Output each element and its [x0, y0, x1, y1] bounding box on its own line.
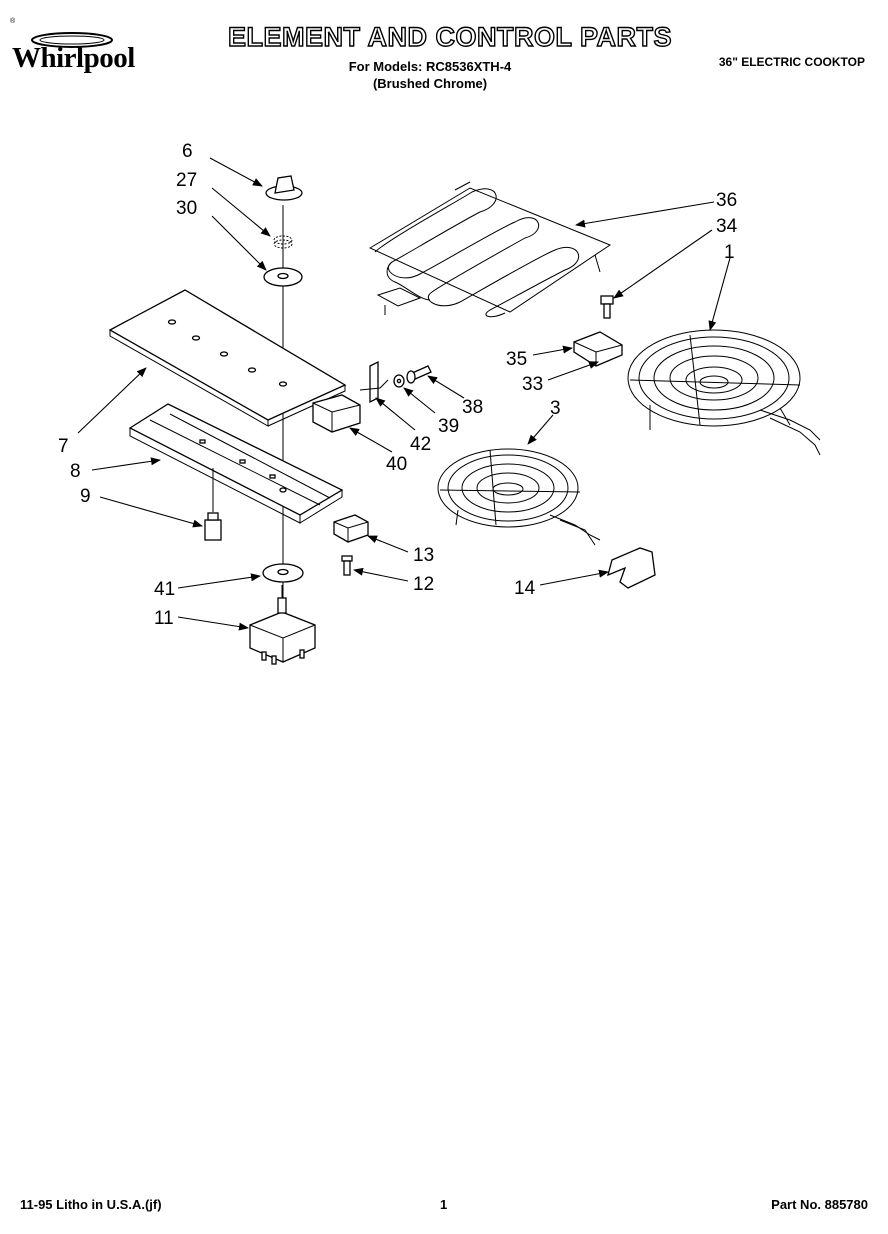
model-number: For Models: RC8536XTH-4: [348, 59, 512, 74]
callout-6: 6: [182, 141, 193, 162]
part-large-surface-element: [627, 329, 821, 456]
model-info: For Models: RC8536XTH-4 (Brushed Chrome): [300, 58, 560, 92]
part-washer-bottom: [262, 563, 304, 583]
leader-35: [532, 345, 573, 356]
part-terminal-block: [312, 394, 361, 433]
part-clip-screw: [341, 555, 353, 576]
leader-42: [375, 397, 416, 431]
callout-7: 7: [58, 436, 69, 457]
whirlpool-logo: ® Whirlpool: [10, 18, 180, 80]
callout-42: 42: [410, 434, 431, 455]
page-number: 1: [440, 1197, 448, 1212]
leader-14: [539, 569, 609, 586]
callout-12: 12: [413, 574, 434, 595]
page-title: ELEMENT AND CONTROL PARTS: [227, 21, 672, 52]
leader-1: [708, 257, 731, 331]
part-number: Part No. 885780: [771, 1197, 868, 1212]
leader-11: [177, 616, 249, 631]
part-element-bracket: [607, 547, 656, 589]
callout-35: 35: [506, 349, 527, 370]
callout-36: 36: [716, 190, 737, 211]
part-small-washer: [393, 374, 405, 388]
callout-8: 8: [70, 461, 81, 482]
leader-7: [77, 367, 147, 434]
callout-33: 33: [522, 374, 543, 395]
logo-swoosh-icon: [31, 32, 113, 48]
leader-40: [349, 427, 393, 453]
leader-12: [353, 567, 409, 582]
leader-36: [575, 201, 715, 228]
leader-13: [367, 535, 409, 553]
leader-39: [403, 387, 436, 414]
part-receptacle: [573, 331, 623, 367]
leader-30: [211, 215, 267, 271]
callout-3: 3: [550, 398, 561, 419]
leader-34: [613, 229, 713, 299]
trademark-mark: ®: [10, 18, 16, 25]
footer-print-info: 11-95 Litho in U.S.A.(jf): [20, 1197, 162, 1212]
part-terminal-bracket: [359, 360, 389, 404]
callout-38: 38: [462, 397, 483, 418]
leader-3: [527, 414, 554, 445]
leader-9: [99, 496, 203, 528]
callout-34: 34: [716, 216, 738, 237]
leader-8: [91, 457, 161, 471]
part-grill-element: [368, 181, 612, 318]
leader-41: [177, 573, 261, 589]
part-clip: [333, 514, 369, 543]
callout-30: 30: [176, 198, 197, 219]
part-control-panel: [108, 289, 347, 427]
part-infinite-switch: [249, 585, 316, 665]
part-element-screw: [600, 295, 614, 319]
callout-39: 39: [438, 416, 459, 437]
leader-38: [427, 375, 465, 399]
callout-27: 27: [176, 170, 197, 191]
callout-13: 13: [413, 545, 434, 566]
callout-9: 9: [80, 486, 91, 507]
leader-27: [211, 187, 271, 237]
part-control-bracket: [128, 403, 344, 524]
callout-41: 41: [154, 579, 175, 600]
leader-33: [547, 361, 599, 381]
leader-6: [209, 157, 263, 187]
model-finish: (Brushed Chrome): [372, 76, 488, 91]
part-small-surface-element: [437, 448, 601, 546]
callout-14: 14: [514, 578, 536, 599]
callout-40: 40: [386, 454, 407, 475]
part-screw: [406, 365, 432, 384]
product-name: 36" ELECTRIC COOKTOP: [718, 55, 865, 69]
part-knob: [265, 175, 303, 201]
part-washer-top: [263, 267, 303, 287]
callout-11: 11: [154, 608, 174, 629]
brand-name: Whirlpool: [12, 42, 135, 74]
callout-1: 1: [724, 242, 735, 263]
part-spring-ring: [273, 235, 293, 249]
part-switch: [204, 468, 222, 541]
